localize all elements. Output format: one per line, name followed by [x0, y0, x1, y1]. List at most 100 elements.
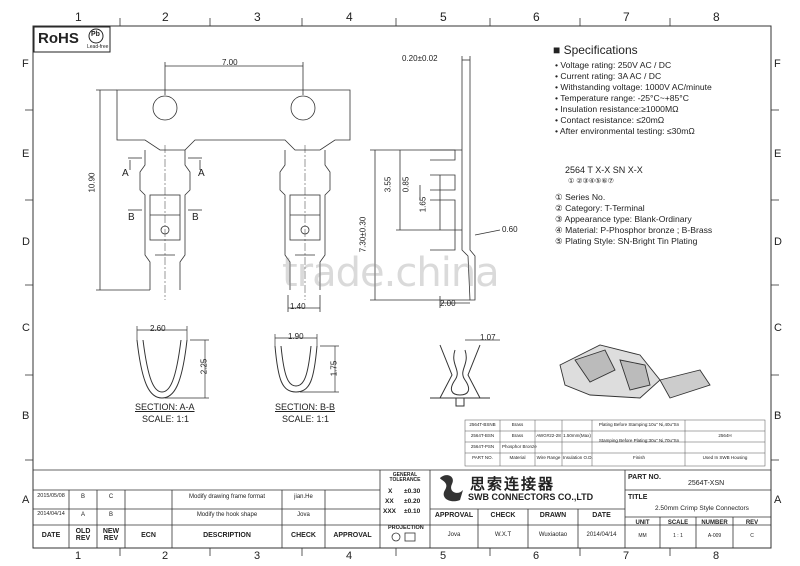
column-label-6-bottom: 6 — [533, 550, 540, 562]
spec-item: • Temperature range: -25°C~+85°C — [555, 93, 689, 103]
column-label-1: 1 — [75, 10, 82, 24]
section-mark-a-right: A — [198, 168, 205, 179]
revision-check: Jova — [297, 512, 310, 518]
material-cell: Brass — [511, 422, 524, 427]
column-label-2: 2 — [162, 10, 169, 24]
spec-item: • After environmental testing: ≤30mΩ — [555, 126, 695, 136]
plating-spec-1: Plating Before Stamping:10u" Ni,40u"Sn — [598, 422, 680, 427]
company-name-cn: 思索连接器 — [470, 475, 556, 493]
row-label-f-right: F — [774, 58, 781, 70]
section-bb-scale: SCALE: 1:1 — [282, 414, 330, 424]
spec-item: • Contact resistance: ≤20mΩ — [555, 115, 665, 125]
material-cell: 2564T-BSNB — [469, 422, 496, 427]
row-label-b-right: B — [774, 410, 782, 422]
row-label-b: B — [22, 410, 30, 422]
material-cell: 1.50mm(Max) — [563, 433, 591, 438]
part-no-label: PART NO. — [628, 474, 661, 481]
material-cell: 2564T-BSN — [470, 433, 495, 438]
dim-085: 0.85 — [401, 176, 411, 193]
title-label: TITLE — [628, 494, 648, 501]
material-cell: 2564T-PSN — [470, 444, 495, 449]
code-legend-item: ④ Material: P-Phosphor bronze ; B-Brass — [555, 225, 713, 235]
column-label-7-bottom: 7 — [623, 550, 630, 562]
dim-260: 2.60 — [150, 324, 166, 333]
tolerance-title: GENERAL TOLERANCE — [389, 472, 421, 483]
row-label-d: D — [22, 236, 30, 248]
dim-190: 1.90 — [288, 332, 304, 341]
lead-free-label: Lead-free — [87, 44, 109, 50]
row-label-a-right: A — [774, 494, 782, 506]
pb-symbol: Pb — [91, 31, 100, 38]
section-mark-b-right: B — [192, 212, 199, 223]
dim-225: 2.25 — [199, 358, 209, 375]
rev-header-date: DATE — [41, 532, 61, 539]
unit-value: MM — [638, 533, 647, 539]
number-value: A-009 — [707, 533, 722, 539]
rev-header-old: OLD REV — [75, 528, 91, 542]
material-header: PART NO. — [472, 455, 493, 460]
rev-value: C — [750, 533, 754, 539]
company-name-en: SWB CONNECTORS CO.,LTD — [468, 492, 594, 502]
approval-value: Jova — [447, 532, 461, 538]
tolerance-xxx-label: XXX — [383, 508, 397, 515]
part-code-index: ① ②③④⑤⑥⑦ — [568, 178, 614, 185]
rev-header-ecn: ECN — [141, 532, 156, 539]
column-label-8-bottom: 8 — [713, 550, 720, 562]
section-mark-b-left: B — [128, 212, 135, 223]
section-aa-title: SECTION: A-A — [135, 402, 195, 412]
rohs-logo: RoHS — [38, 30, 79, 47]
scale-value: 1 : 1 — [673, 533, 683, 539]
drawn-header: DRAWN — [539, 512, 567, 519]
rev-header-check: CHECK — [291, 532, 316, 539]
title-value: 2.50mm Crimp Style Connectors — [655, 505, 749, 512]
dim-355: 3.55 — [383, 176, 393, 193]
material-header: Insulation O.D. — [563, 455, 593, 460]
date-value: 2014/04/14 — [586, 532, 617, 538]
column-label-5-bottom: 5 — [440, 550, 447, 562]
dim-165: 1.65 — [418, 196, 428, 213]
plating-spec-2: Stamping Before Plating:30u" Ni,70u"Sn — [598, 438, 680, 443]
housing-part: 2564H — [718, 433, 732, 438]
column-label-1-bottom: 1 — [75, 550, 82, 562]
specs-title: ■ Specifications — [553, 43, 638, 57]
material-header: Used In SWB Housing — [702, 455, 748, 460]
row-label-c-right: C — [774, 322, 782, 334]
column-label-6: 6 — [533, 10, 540, 24]
column-label-4-bottom: 4 — [346, 550, 353, 562]
rev-header-desc: DESCRIPTION — [203, 532, 251, 539]
dim-175: 1.75 — [329, 360, 339, 377]
material-cell: Brass — [511, 433, 524, 438]
spec-item: • Withstanding voltage: 1000V AC/minute — [555, 82, 712, 92]
revision-check: jian.He — [294, 494, 313, 500]
dim-200: 2.00 — [440, 299, 456, 308]
dim-107: 1.07 — [480, 333, 496, 342]
code-legend-item: ① Series No. — [555, 192, 606, 202]
dim-020: 0.20±0.02 — [402, 54, 438, 63]
check-header: CHECK — [490, 512, 516, 519]
revision-new: B — [108, 512, 113, 518]
material-cell: Phosphor Bronze — [502, 444, 537, 449]
row-label-e-right: E — [774, 148, 782, 160]
dim-140: 1.40 — [290, 302, 306, 311]
rev-header-approval: APPROVAL — [333, 532, 372, 539]
section-aa-scale: SCALE: 1:1 — [142, 414, 190, 424]
tolerance-xx-value: ±0.20 — [404, 498, 421, 505]
code-legend-item: ③ Appearance type: Blank-Ordinary — [555, 214, 692, 224]
material-header: Finish — [632, 455, 645, 460]
rev-label: REV — [745, 520, 759, 526]
revision-date: 2014/04/14 — [37, 511, 65, 517]
spec-item: • Voltage rating: 250V AC / DC — [555, 60, 672, 70]
revision-old: A — [80, 512, 85, 518]
column-label-3-bottom: 3 — [254, 550, 261, 562]
date-header: DATE — [592, 512, 611, 519]
row-label-f: F — [22, 58, 29, 70]
tolerance-xx-label: XX — [385, 498, 394, 505]
spec-item: • Insulation resistance:≥1000MΩ — [555, 104, 679, 114]
row-label-e: E — [22, 148, 30, 160]
revision-desc: Modify drawing frame format — [188, 494, 266, 500]
row-label-c: C — [22, 322, 30, 334]
column-label-8: 8 — [713, 10, 720, 24]
row-label-a: A — [22, 494, 30, 506]
column-label-2-bottom: 2 — [162, 550, 169, 562]
